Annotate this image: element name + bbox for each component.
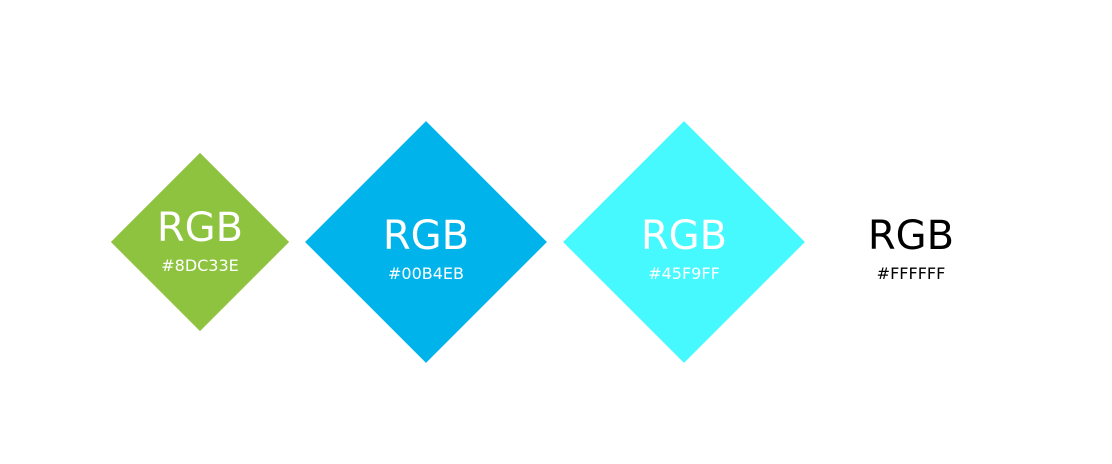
swatch-hex-code: #FFFFFF — [876, 264, 946, 283]
swatch-label: RGB #45F9FF — [641, 214, 727, 284]
swatch-label: RGB #FFFFFF — [868, 214, 954, 284]
swatch-rgb-text: RGB — [867, 213, 955, 259]
color-swatch-green: RGB #8DC33E — [110, 152, 290, 332]
color-swatch-white: RGB #FFFFFF — [821, 152, 1001, 332]
swatch-hex-code: #45F9FF — [648, 264, 720, 283]
swatch-rgb-text: RGB — [382, 213, 470, 259]
swatch-label: RGB #00B4EB — [383, 214, 469, 284]
swatch-rgb-text: RGB — [156, 205, 244, 251]
color-swatch-blue: RGB #00B4EB — [304, 120, 548, 364]
swatch-rgb-text: RGB — [640, 213, 728, 259]
swatch-label: RGB #8DC33E — [157, 206, 243, 276]
color-swatch-cyan: RGB #45F9FF — [562, 120, 806, 364]
swatch-hex-code: #8DC33E — [161, 256, 239, 275]
swatch-hex-code: #00B4EB — [387, 264, 465, 283]
